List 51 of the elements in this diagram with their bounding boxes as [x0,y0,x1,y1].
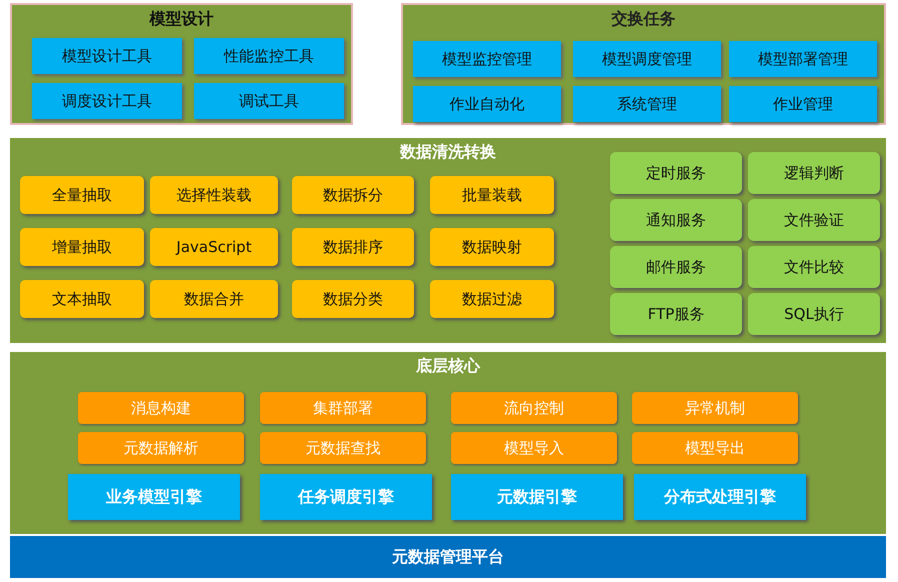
module-box: 定时服务 [610,152,742,194]
layer-panel [10,138,886,343]
module-box: 数据合并 [150,280,278,318]
module-box: 逻辑判断 [748,152,880,194]
module-box: 模型设计工具 [32,38,182,74]
module-box: FTP服务 [610,293,742,335]
module-box: SQL执行 [748,293,880,335]
module-box: 系统管理 [573,86,721,122]
module-box: 选择性装载 [150,176,278,214]
module-box: 模型导入 [451,432,617,464]
engine-box: 元数据引擎 [451,474,623,520]
panel-title: 模型设计 [148,9,214,30]
module-box: 流向控制 [451,392,617,424]
engine-box: 业务模型引擎 [68,474,240,520]
module-box: 模型调度管理 [573,41,721,77]
module-box: 数据映射 [430,228,554,266]
module-box: 通知服务 [610,199,742,241]
module-box: 邮件服务 [610,246,742,288]
module-box: 元数据查找 [260,432,426,464]
module-box: 数据排序 [292,228,414,266]
module-box: 模型监控管理 [413,41,561,77]
module-box: 数据过滤 [430,280,554,318]
module-box: 作业自动化 [413,86,561,122]
module-box: 全量抽取 [20,176,144,214]
panel-title: 数据清洗转换 [398,142,497,163]
module-box: 性能监控工具 [194,38,344,74]
module-box: 增量抽取 [20,228,144,266]
module-box: 消息构建 [78,392,244,424]
module-box: 模型部署管理 [729,41,877,77]
platform-bar: 元数据管理平台 [10,536,886,578]
module-box: 作业管理 [729,86,877,122]
module-box: 文件验证 [748,199,880,241]
panel-title: 底层核心 [414,356,482,377]
module-box: 文本抽取 [20,280,144,318]
module-box: 异常机制 [632,392,798,424]
layer-panel [401,3,886,125]
module-box: 文件比较 [748,246,880,288]
layer-panel [10,3,353,125]
module-box: 调试工具 [194,83,344,119]
module-box: 批量装载 [430,176,554,214]
module-box: JavaScript [150,228,278,266]
module-box: 模型导出 [632,432,798,464]
module-box: 数据拆分 [292,176,414,214]
module-box: 集群部署 [260,392,426,424]
module-box: 数据分类 [292,280,414,318]
layer-panel [10,352,886,534]
module-box: 元数据解析 [78,432,244,464]
panel-title: 交换任务 [610,9,676,30]
module-box: 调度设计工具 [32,83,182,119]
engine-box: 任务调度引擎 [260,474,432,520]
engine-box: 分布式处理引擎 [634,474,806,520]
